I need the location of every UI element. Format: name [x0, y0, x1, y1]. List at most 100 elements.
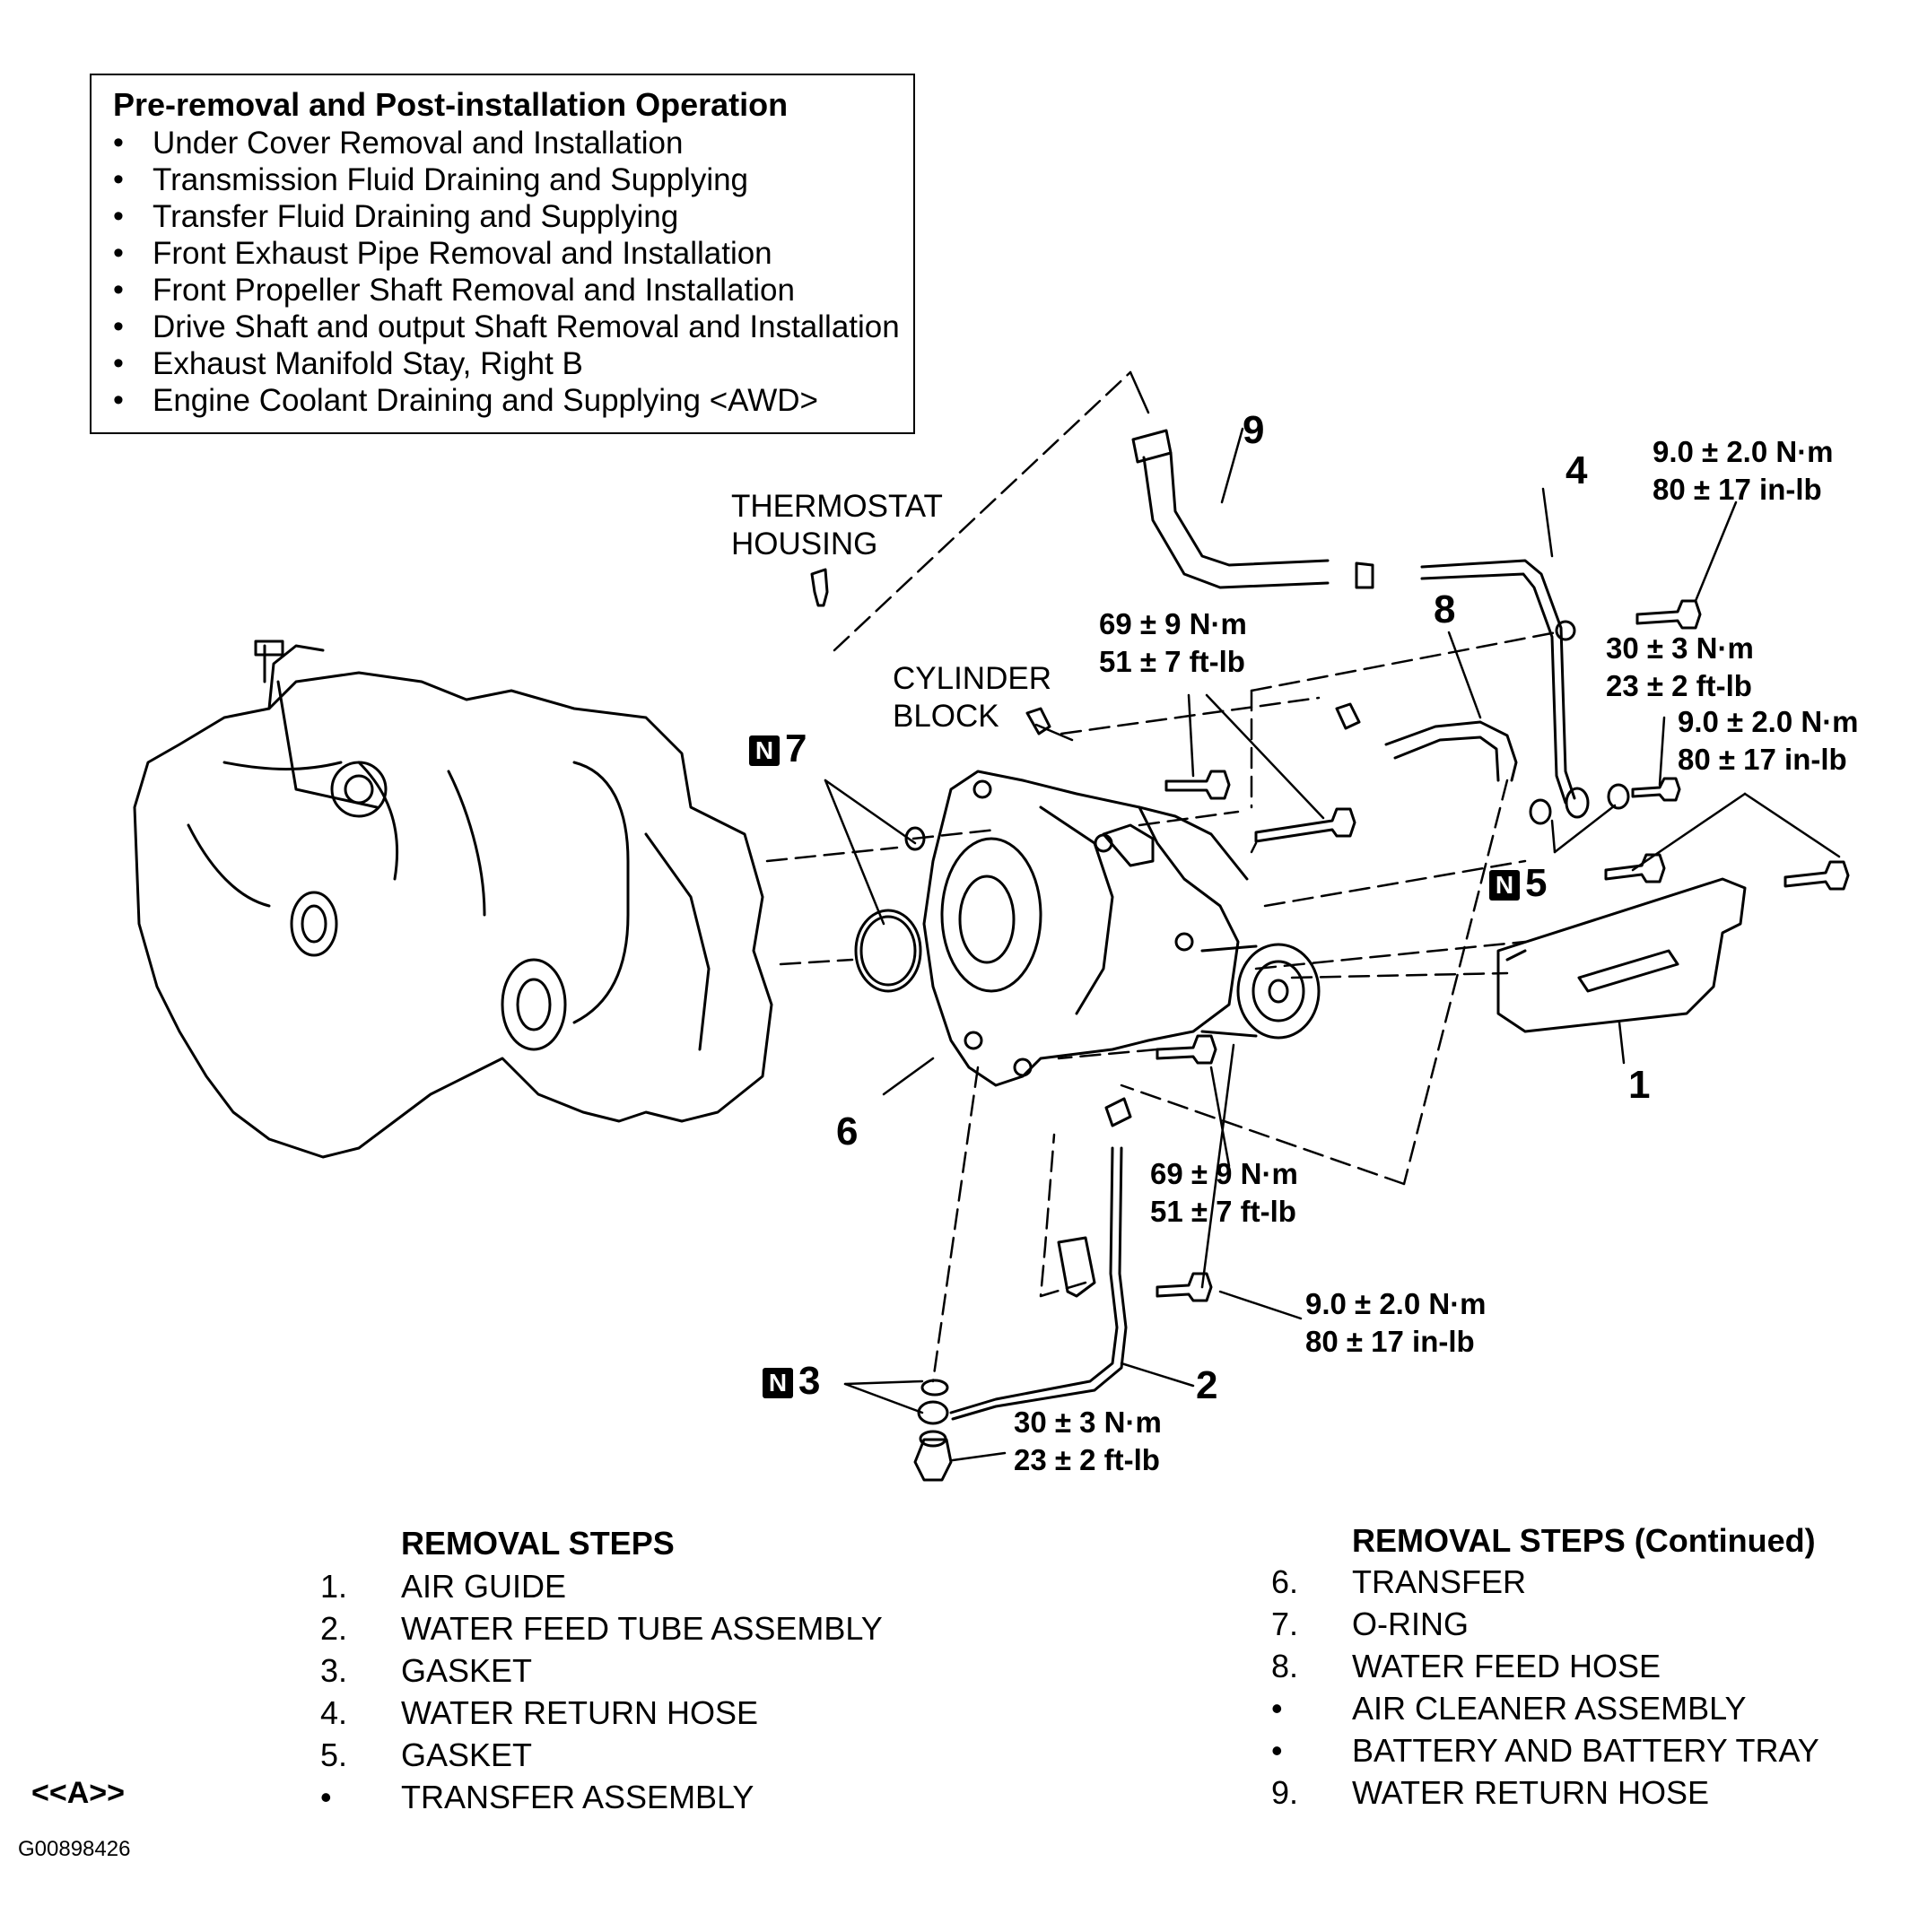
list-item: 8. WATER FEED HOSE [1271, 1648, 1819, 1690]
callout-3-number: 3 [798, 1359, 821, 1403]
step-number: • [320, 1779, 332, 1815]
list-item: • AIR CLEANER ASSEMBLY [1271, 1690, 1819, 1732]
list-item: 7. O-RING [1271, 1606, 1819, 1648]
list-item: 6. TRANSFER [1271, 1563, 1819, 1606]
list-item: Engine Coolant Draining and Supplying <A… [113, 382, 900, 419]
step-number: 3. [320, 1652, 348, 1689]
step-number: 5. [320, 1736, 348, 1773]
step-text: WATER RETURN HOSE [1352, 1774, 1710, 1811]
step-number: 7. [1271, 1606, 1299, 1642]
torque-spec: 30 ± 3 N·m 23 ± 2 ft-lb [1014, 1404, 1162, 1479]
torque-spec: 69 ± 9 N·m 51 ± 7 ft-lb [1099, 605, 1247, 681]
step-number: 2. [320, 1610, 348, 1647]
step-text: AIR CLEANER ASSEMBLY [1352, 1690, 1747, 1727]
step-marker: <<A>> [31, 1776, 125, 1810]
torque-spec: 9.0 ± 2.0 N·m 80 ± 17 in-lb [1678, 703, 1859, 779]
n-badge-icon: N [749, 735, 780, 767]
figure-id: G00898426 [18, 1837, 131, 1861]
torque-nm: 30 ± 3 N·m [1606, 631, 1754, 665]
callout-6: 6 [836, 1110, 859, 1153]
list-item: Transmission Fluid Draining and Supplyin… [113, 161, 900, 198]
torque-spec: 9.0 ± 2.0 N·m 80 ± 17 in-lb [1305, 1285, 1487, 1361]
step-text: GASKET [401, 1736, 533, 1773]
torque-spec: 69 ± 9 N·m 51 ± 7 ft-lb [1150, 1155, 1298, 1231]
torque-spec: 9.0 ± 2.0 N·m 80 ± 17 in-lb [1653, 433, 1834, 509]
air-guide-illustration [1496, 877, 1747, 1033]
step-number: 8. [1271, 1648, 1299, 1684]
torque-imperial: 23 ± 2 ft-lb [1014, 1443, 1160, 1476]
o-ring-illustration [854, 826, 926, 993]
list-item: Drive Shaft and output Shaft Removal and… [113, 309, 900, 345]
torque-imperial: 51 ± 7 ft-lb [1150, 1195, 1296, 1228]
torque-imperial: 80 ± 17 in-lb [1305, 1325, 1475, 1358]
pre-removal-box: Pre-removal and Post-installation Operat… [90, 74, 915, 434]
callout-4: 4 [1566, 448, 1588, 492]
step-text: TRANSFER [1352, 1563, 1527, 1600]
cylinder-block-label: CYLINDER [893, 661, 1051, 696]
torque-nm: 9.0 ± 2.0 N·m [1305, 1287, 1487, 1320]
list-item: 2. WATER FEED TUBE ASSEMBLY [320, 1610, 883, 1652]
callout-7-number: 7 [785, 727, 807, 770]
torque-spec: 30 ± 3 N·m 23 ± 2 ft-lb [1606, 630, 1754, 705]
list-item: Exhaust Manifold Stay, Right B [113, 345, 900, 382]
callout-5-number: 5 [1525, 861, 1548, 905]
step-number: • [1271, 1732, 1283, 1769]
step-text: BATTERY AND BATTERY TRAY [1352, 1732, 1819, 1769]
list-item: Front Propeller Shaft Removal and Instal… [113, 272, 900, 309]
thermostat-housing-label-line2: HOUSING [731, 527, 878, 561]
step-number: 4. [320, 1694, 348, 1731]
torque-nm: 69 ± 9 N·m [1150, 1157, 1298, 1190]
step-text: GASKET [401, 1652, 533, 1689]
step-text: WATER FEED TUBE ASSEMBLY [401, 1610, 883, 1647]
water-feed-tube-2 [949, 1097, 1132, 1421]
thermostat-housing-label: THERMOSTAT [731, 489, 943, 524]
callout-1: 1 [1628, 1063, 1651, 1107]
step-text: O-RING [1352, 1606, 1469, 1642]
removal-steps-continued-title: REMOVAL STEPS (Continued) [1352, 1522, 1816, 1559]
step-number: 1. [320, 1568, 348, 1605]
callout-8: 8 [1434, 587, 1456, 631]
step-number: 6. [1271, 1563, 1299, 1600]
torque-imperial: 80 ± 17 in-lb [1678, 743, 1847, 776]
list-item: 1. AIR GUIDE [320, 1568, 883, 1610]
list-item: 3. GASKET [320, 1652, 883, 1694]
n-badge-icon: N [1489, 870, 1520, 901]
step-text: AIR GUIDE [401, 1568, 567, 1605]
torque-nm: 30 ± 3 N·m [1014, 1405, 1162, 1439]
leader-lines [765, 370, 1841, 1462]
step-number: 9. [1271, 1774, 1299, 1811]
pre-removal-list: Under Cover Removal and Installation Tra… [113, 125, 900, 419]
callout-9: 9 [1243, 408, 1265, 452]
list-item: 4. WATER RETURN HOSE [320, 1694, 883, 1736]
list-item: Front Exhaust Pipe Removal and Installat… [113, 235, 900, 272]
bolt-illustrations [810, 568, 1850, 1482]
torque-imperial: 23 ± 2 ft-lb [1606, 669, 1752, 702]
list-item: • BATTERY AND BATTERY TRAY [1271, 1732, 1819, 1774]
step-text: WATER FEED HOSE [1352, 1648, 1661, 1684]
water-return-hose-9 [1131, 429, 1374, 589]
removal-steps-title: REMOVAL STEPS [401, 1525, 675, 1562]
step-text: WATER RETURN HOSE [401, 1694, 759, 1731]
removal-steps-list: 1. AIR GUIDE 2. WATER FEED TUBE ASSEMBLY 3… [320, 1568, 883, 1821]
torque-imperial: 80 ± 17 in-lb [1653, 473, 1822, 506]
pre-removal-title: Pre-removal and Post-installation Operat… [113, 86, 789, 123]
list-item: 5. GASKET [320, 1736, 883, 1779]
torque-nm: 69 ± 9 N·m [1099, 607, 1247, 640]
torque-imperial: 51 ± 7 ft-lb [1099, 645, 1245, 678]
list-item: 9. WATER RETURN HOSE [1271, 1774, 1819, 1816]
step-number: • [1271, 1690, 1283, 1727]
transfer-illustration [922, 770, 1321, 1087]
list-item: Transfer Fluid Draining and Supplying [113, 198, 900, 235]
transaxle-illustration [133, 640, 773, 1159]
removal-steps-continued-list: 6. TRANSFER 7. O-RING 8. WATER FEED HOSE • A… [1271, 1563, 1819, 1816]
list-item: • TRANSFER ASSEMBLY [320, 1779, 883, 1821]
cylinder-block-label-line2: BLOCK [893, 699, 999, 734]
torque-nm: 9.0 ± 2.0 N·m [1653, 435, 1834, 468]
torque-nm: 9.0 ± 2.0 N·m [1678, 705, 1859, 738]
step-text: TRANSFER ASSEMBLY [401, 1779, 754, 1815]
water-return-hose-4 [1420, 559, 1590, 819]
